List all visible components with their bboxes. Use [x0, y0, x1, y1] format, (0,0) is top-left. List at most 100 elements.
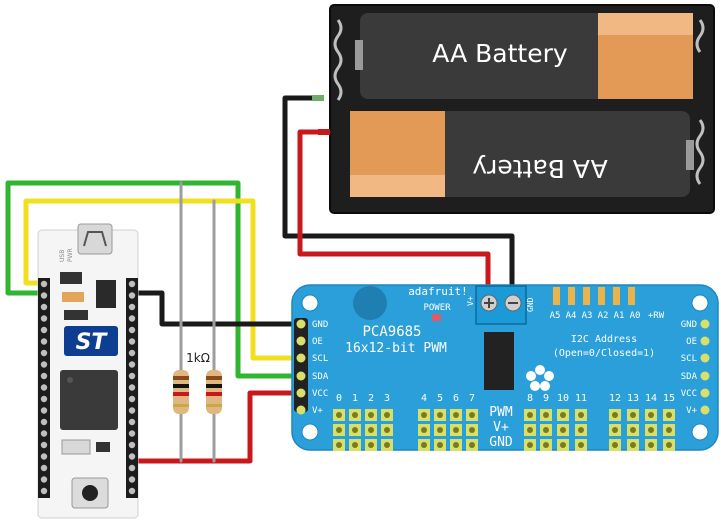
wire-scl-yellow: [23, 198, 303, 361]
mcu-header-pin: [40, 464, 48, 472]
channel-pin-hole: [612, 427, 618, 433]
row-labels: PWM V+ GND: [489, 405, 513, 450]
st-logo-text: ST: [76, 330, 109, 355]
channel-number: 11: [575, 393, 587, 404]
channel-pin-hole: [612, 412, 618, 418]
mcu-header-pin: [40, 487, 48, 495]
left-pin-header: [294, 318, 308, 415]
mcu-header-pin: [128, 292, 136, 299]
mcu-chip: [60, 370, 118, 430]
addr-label: A4: [566, 311, 577, 321]
channel-pin-hole: [648, 427, 654, 433]
channel-pin-hole: [384, 427, 390, 433]
mcu-header-pin: [40, 292, 48, 299]
channel-pin-hole: [368, 442, 374, 448]
left-pin-label: SCL: [312, 354, 328, 364]
mcu-header-pin: [128, 418, 136, 426]
channel-pin-hole: [560, 427, 566, 433]
left-pin-label: V+: [312, 406, 323, 416]
left-pin-labels: GND OE SCL SDA VCC V+: [312, 320, 329, 416]
mcu-header-pin: [128, 487, 136, 495]
terminal-gnd-label: GND: [526, 297, 535, 312]
channel-pin-hole: [352, 412, 358, 418]
pwm-brand: adafruit!: [408, 285, 468, 298]
channel-number: 4: [421, 393, 427, 404]
mcu-header-pin: [128, 315, 136, 322]
channel-pin-hole: [527, 412, 533, 418]
channel-pin-hole: [527, 442, 533, 448]
mcu-header-pin: [40, 349, 48, 357]
mcu-header-pin: [128, 326, 136, 334]
channel-pin-hole: [666, 427, 672, 433]
mcu-header-pin: [40, 372, 48, 380]
channel-pin-hole: [352, 427, 358, 433]
left-pin-label: SDA: [312, 372, 329, 382]
channel-pin-hole: [560, 412, 566, 418]
mcu-header-pin: [40, 407, 48, 414]
channel-pin-hole: [336, 442, 342, 448]
wire-sda-green: [5, 180, 303, 379]
channel-pin-hole: [527, 427, 533, 433]
channel-pin-hole: [469, 427, 475, 433]
channel-pin-hole: [368, 412, 374, 418]
mcu-header-pin: [128, 349, 136, 357]
wire-gnd-black: [131, 290, 303, 327]
channel-pin-hole: [453, 427, 459, 433]
channel-number: 9: [543, 393, 549, 404]
channel-number: 0: [336, 393, 342, 404]
resistor-value-label: 1kΩ: [186, 351, 210, 365]
channel-number: 1: [352, 393, 358, 404]
channel-pin-hole: [578, 442, 584, 448]
channel-numbers: 0 1 2 3 4 5 6 7 8 9 10 11 12 13 14 15: [336, 393, 675, 404]
row-label-vplus: V+: [493, 420, 509, 435]
right-pin-label: SDA: [681, 372, 698, 382]
channel-pin-hole: [384, 412, 390, 418]
mcu-header-pin: [128, 453, 136, 460]
mcu-header-pin: [128, 372, 136, 380]
channel-pin-hole: [612, 442, 618, 448]
mcu-header-pin: [40, 303, 48, 311]
addr-label: +RW: [648, 311, 665, 321]
power-label: POWER: [423, 303, 451, 313]
left-pin-label: GND: [312, 320, 328, 330]
pwm-board: adafruit! POWER PCA9685 16x12-bit PWM V+…: [291, 284, 719, 451]
mcu-header-pin: [128, 338, 136, 345]
left-pin-label: OE: [312, 337, 323, 347]
addr-label: A1: [614, 311, 625, 321]
channel-number: 10: [557, 393, 569, 404]
channel-pin-hole: [666, 442, 672, 448]
wires: [5, 95, 515, 464]
resistor-2: [206, 370, 222, 414]
mcu-header-pin: [40, 430, 48, 437]
channel-number: 6: [453, 393, 459, 404]
mcu-header-pins: [40, 280, 136, 495]
channel-number: 8: [527, 393, 533, 404]
wire-battery-red: [297, 129, 491, 295]
mcu-header-pin: [128, 430, 136, 437]
address-jumpers: [553, 287, 635, 305]
right-pin-label: GND: [681, 320, 697, 330]
mcu-header-pin: [40, 441, 48, 449]
channel-pin-hole: [437, 412, 443, 418]
right-pin-label: VCC: [681, 389, 697, 399]
i2c-title: I2C Address: [571, 334, 637, 345]
battery-bottom: AA Battery: [350, 111, 694, 197]
st-logo: [64, 326, 118, 356]
mcu-header-pin: [40, 326, 48, 334]
power-led: [432, 314, 441, 321]
mcu-header-pin: [40, 418, 48, 426]
right-pin-label: OE: [686, 337, 697, 347]
channel-number: 5: [437, 393, 443, 404]
channel-pin-hole: [578, 427, 584, 433]
battery-top-label: AA Battery: [432, 39, 568, 68]
channel-pin-hole: [437, 427, 443, 433]
channel-number: 15: [663, 393, 675, 404]
channel-pin-hole: [336, 427, 342, 433]
channel-pin-hole: [648, 442, 654, 448]
channel-pin-hole: [560, 442, 566, 448]
usb-label: USB: [59, 250, 66, 262]
mcu-header-pin: [40, 338, 48, 345]
row-label-gnd: GND: [489, 435, 513, 450]
mcu-header-pin: [128, 441, 136, 449]
